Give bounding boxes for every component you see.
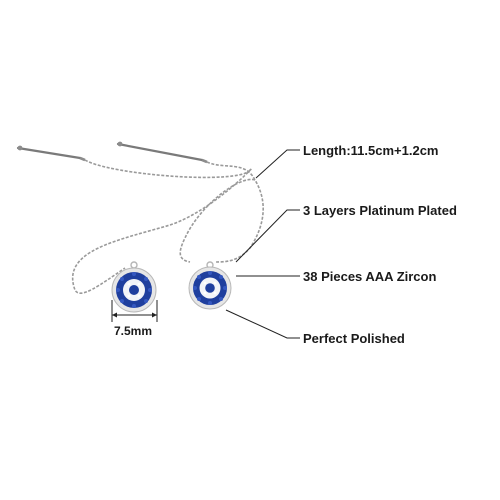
chain-left <box>72 159 253 295</box>
evil-eye-charm-left <box>111 261 157 313</box>
evil-eye-charm-right <box>188 261 232 310</box>
callout-zircon: 38 Pieces AAA Zircon <box>303 269 436 284</box>
dimension-marker <box>111 300 158 322</box>
callout-length: Length:11.5cm+1.2cm <box>303 143 438 158</box>
callout-polish: Perfect Polished <box>303 331 405 346</box>
dimension-label: 7.5mm <box>114 324 152 338</box>
callout-leaders <box>225 149 300 339</box>
chain-right <box>179 161 264 263</box>
callout-plating: 3 Layers Platinum Plated <box>303 203 457 218</box>
ear-wire-right <box>116 141 208 164</box>
ear-wire-left <box>16 145 86 162</box>
